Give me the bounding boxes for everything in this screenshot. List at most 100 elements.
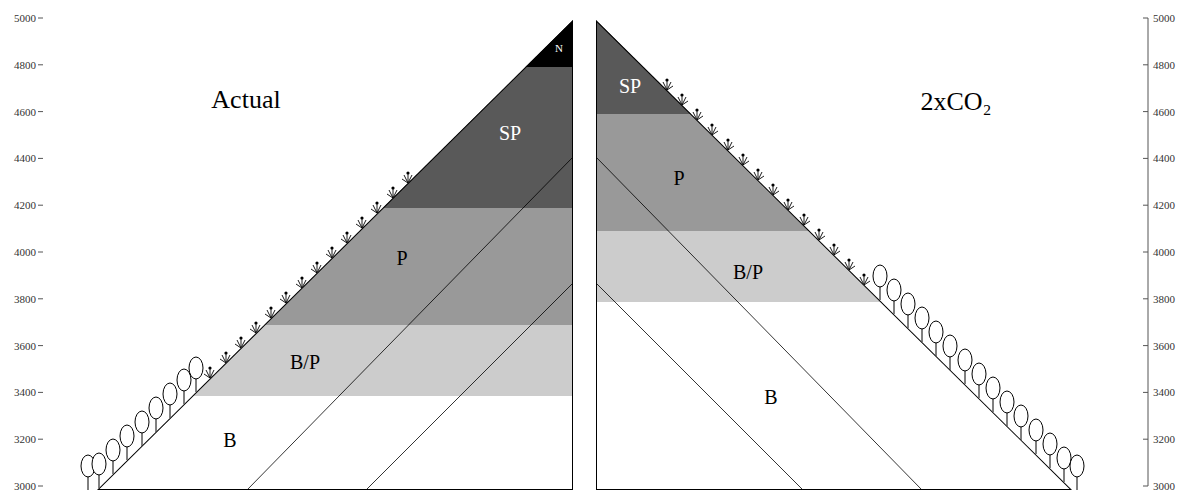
band-label: B/P xyxy=(733,261,763,283)
tree xyxy=(929,321,943,356)
band-label: P xyxy=(396,247,407,269)
band-shape xyxy=(596,20,692,114)
altitude-tick-label: 4800 xyxy=(14,58,36,70)
band-fill xyxy=(596,231,882,302)
label-holder: 5000 xyxy=(1153,12,1175,25)
band-lines xyxy=(596,20,1072,490)
band-lines xyxy=(596,20,1072,490)
band-label: SP xyxy=(499,122,521,144)
band-group xyxy=(97,20,573,490)
altitude-tick-label: 3800 xyxy=(1153,292,1175,304)
label-holder: 3800 xyxy=(1153,292,1175,305)
vegetation-band: B/P xyxy=(596,231,882,302)
label-holder: 4800 xyxy=(14,58,36,71)
tree xyxy=(1000,391,1014,426)
altitude-tick-label: 3600 xyxy=(1153,339,1175,351)
altitude-tick-label: 3200 xyxy=(1153,433,1175,445)
vegetation-band: N xyxy=(525,20,573,67)
isotherm-line xyxy=(596,157,922,490)
altitude-tick-label: 4600 xyxy=(14,105,36,117)
band-lines xyxy=(596,20,1072,490)
band-shape xyxy=(382,67,573,208)
altitude-tick-label: 4200 xyxy=(14,199,36,211)
vegetation-band: B xyxy=(97,396,573,490)
band-label-holder: B/P xyxy=(733,261,763,284)
band-label-holder: B xyxy=(764,386,777,409)
mountain-outline xyxy=(596,20,1072,490)
mountain-outline xyxy=(97,20,573,490)
label-holder: 4000 xyxy=(14,246,36,259)
band-group xyxy=(596,20,1072,490)
tree xyxy=(887,279,901,314)
label-holder: 3600 xyxy=(1153,339,1175,352)
tree xyxy=(958,349,972,384)
tree xyxy=(915,307,929,342)
tree xyxy=(972,363,986,398)
altitude-tick-label: 4200 xyxy=(1153,199,1175,211)
altitude-tick-label: 4600 xyxy=(1153,105,1175,117)
left-axis xyxy=(38,18,43,486)
label-holder: 4400 xyxy=(1153,152,1175,165)
band-label-holder: P xyxy=(673,167,684,190)
band-fill xyxy=(192,325,573,396)
label-holder: 4600 xyxy=(1153,105,1175,118)
band-group xyxy=(97,20,573,490)
altitude-tick-label: 4800 xyxy=(1153,58,1175,70)
altitude-tick-label: 3400 xyxy=(14,386,36,398)
label-holder: 4200 xyxy=(14,199,36,212)
tree xyxy=(163,383,177,418)
band-lines xyxy=(97,20,573,490)
mountain-outline xyxy=(596,20,1072,490)
label-holder: 4800 xyxy=(1153,58,1175,71)
altitude-tick-label: 3600 xyxy=(14,339,36,351)
band-label-holder: B xyxy=(223,429,236,452)
label-holder: 3000 xyxy=(14,480,36,493)
vegetation-band: B/P xyxy=(192,325,573,396)
label-holder: 4200 xyxy=(1153,199,1175,212)
label-holder: 3400 xyxy=(1153,386,1175,399)
band-group xyxy=(596,20,1072,490)
mountain-outline xyxy=(97,20,573,490)
altitude-tick-label: 4400 xyxy=(14,152,36,164)
band-label: N xyxy=(555,42,563,54)
vegetation-band: SP xyxy=(382,67,573,208)
altitude-tick-label: 3400 xyxy=(1153,386,1175,398)
vegetation-band: P xyxy=(596,114,810,231)
altitude-tick-label: 4000 xyxy=(1153,246,1175,258)
band-fill xyxy=(97,396,573,490)
band-fill xyxy=(383,67,573,208)
isotherm-line xyxy=(596,283,803,490)
isotherm-line xyxy=(247,157,573,490)
band-shape xyxy=(596,114,810,231)
scenario-heading: Actual xyxy=(211,85,280,114)
label-holder: 5000 xyxy=(14,12,36,25)
altitude-tick-label: 5000 xyxy=(1153,12,1175,24)
altitude-tick-label: 3000 xyxy=(14,480,36,492)
altitude-tick-label: 3200 xyxy=(14,433,36,445)
band-label: B/P xyxy=(290,351,320,373)
tree xyxy=(149,397,163,432)
band-label-holder: P xyxy=(396,247,407,270)
tree xyxy=(1070,455,1084,490)
band-group xyxy=(97,20,573,490)
tree xyxy=(901,293,915,328)
band-label-holder: B/P xyxy=(290,351,320,374)
vegetation-band: SP xyxy=(596,20,692,114)
band-shape xyxy=(97,396,573,490)
band-group xyxy=(596,20,1072,490)
mountain-outline xyxy=(596,20,1072,490)
label-holder: 3200 xyxy=(1153,433,1175,446)
band-label-holder: N xyxy=(555,42,563,55)
tree xyxy=(1029,419,1043,454)
band-label-holder: SP xyxy=(499,122,521,145)
label-holder: 2xCO₂ xyxy=(920,87,991,117)
band-fill xyxy=(596,114,810,231)
label-holder: 3800 xyxy=(14,292,36,305)
mountain-outline xyxy=(97,20,573,490)
label-holder: 4400 xyxy=(14,152,36,165)
altitude-tick-label: 3800 xyxy=(14,292,36,304)
band-group xyxy=(97,20,573,490)
tree xyxy=(1057,447,1071,482)
label-holder: 3400 xyxy=(14,386,36,399)
